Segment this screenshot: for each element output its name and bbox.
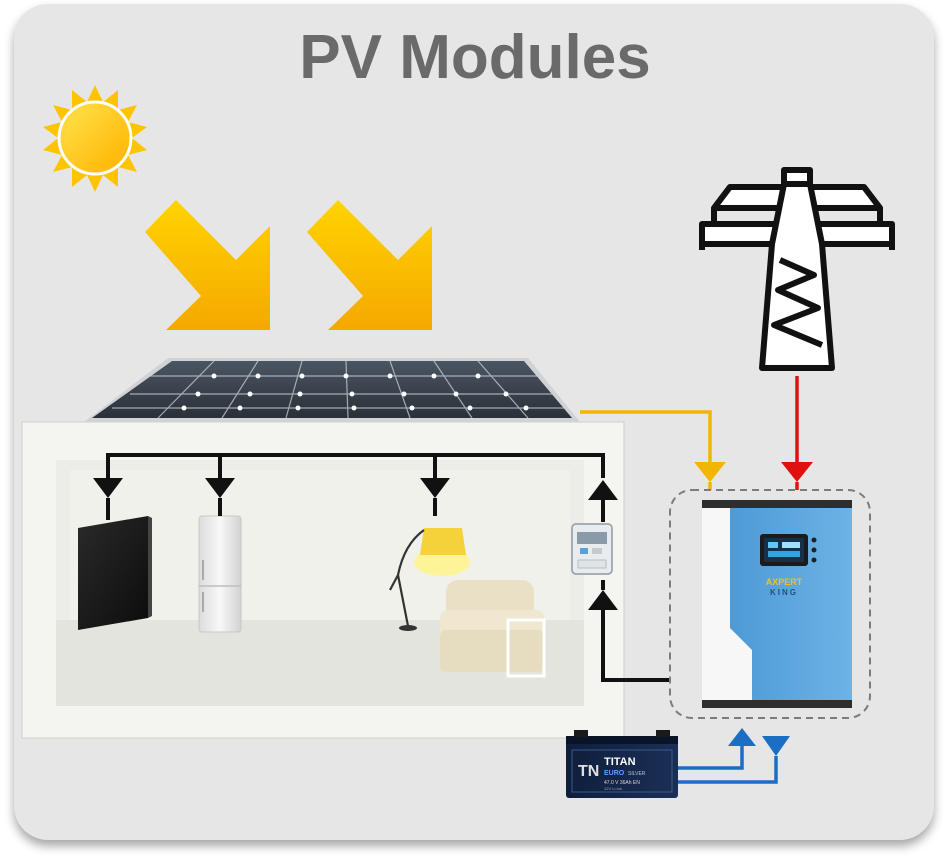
battery-series: EURO xyxy=(604,770,625,777)
pv-wiring xyxy=(580,410,726,490)
sunlight-arrow-icon xyxy=(145,200,270,330)
battery-spec-sub: 12V Li-ion xyxy=(604,786,622,791)
battery-arrow-icon xyxy=(728,728,790,756)
diagram-title: PV Modules xyxy=(299,23,651,92)
battery-icon: TN TITAN EURO SILVER 47.0 V 36Ah EN 12V … xyxy=(566,730,678,798)
lamp-icon xyxy=(389,528,470,631)
sofa-icon xyxy=(440,580,546,678)
battery-brand: TITAN xyxy=(604,756,636,768)
battery-wiring xyxy=(676,746,778,784)
load-arrow-icon xyxy=(93,478,450,498)
meter-arrow-icon xyxy=(588,480,618,610)
fridge-icon xyxy=(198,515,242,633)
sunlight-arrow-icon xyxy=(307,200,432,330)
solar-panel-icon xyxy=(84,358,580,422)
battery-logo: TN xyxy=(578,763,599,780)
battery-series-suffix: SILVER xyxy=(628,771,646,777)
battery-spec: 47.0 V 36Ah EN xyxy=(604,780,640,786)
load-wiring xyxy=(106,453,670,682)
grid-wiring xyxy=(781,376,813,490)
power-tower-icon xyxy=(699,167,895,371)
tv-icon xyxy=(78,516,152,630)
inverter-brand-line1: AXPERT xyxy=(766,577,803,587)
sun-icon xyxy=(43,85,147,192)
inverter-brand-line2: KING xyxy=(770,588,798,597)
energy-meter-icon xyxy=(571,523,613,575)
inverter-icon: AXPERT KING xyxy=(702,500,852,708)
inverter-group-outline xyxy=(669,489,871,719)
